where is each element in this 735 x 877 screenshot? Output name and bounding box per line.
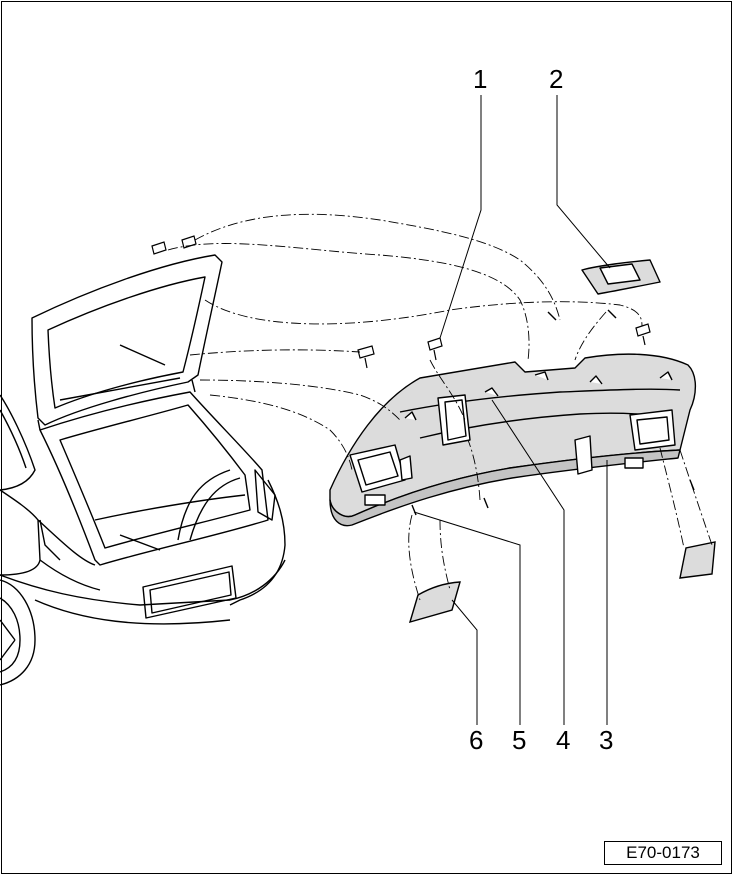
tailgate-trim-panel (329, 353, 697, 527)
callout-2: 2 (549, 64, 564, 94)
screws (411, 309, 695, 516)
callout-6: 6 (469, 725, 484, 755)
leader-lines (413, 95, 611, 725)
cap-right (679, 541, 716, 579)
clips (151, 235, 651, 369)
cover-item-2 (581, 259, 661, 295)
callout-1: 1 (473, 64, 488, 94)
callout-3: 3 (599, 725, 614, 755)
assembly-lines (167, 213, 713, 601)
callout-4: 4 (556, 725, 571, 755)
car-rear (0, 254, 286, 686)
figure-code-label: E70-0173 (604, 841, 722, 865)
cap-item-6 (408, 581, 461, 624)
callout-5: 5 (512, 725, 527, 755)
